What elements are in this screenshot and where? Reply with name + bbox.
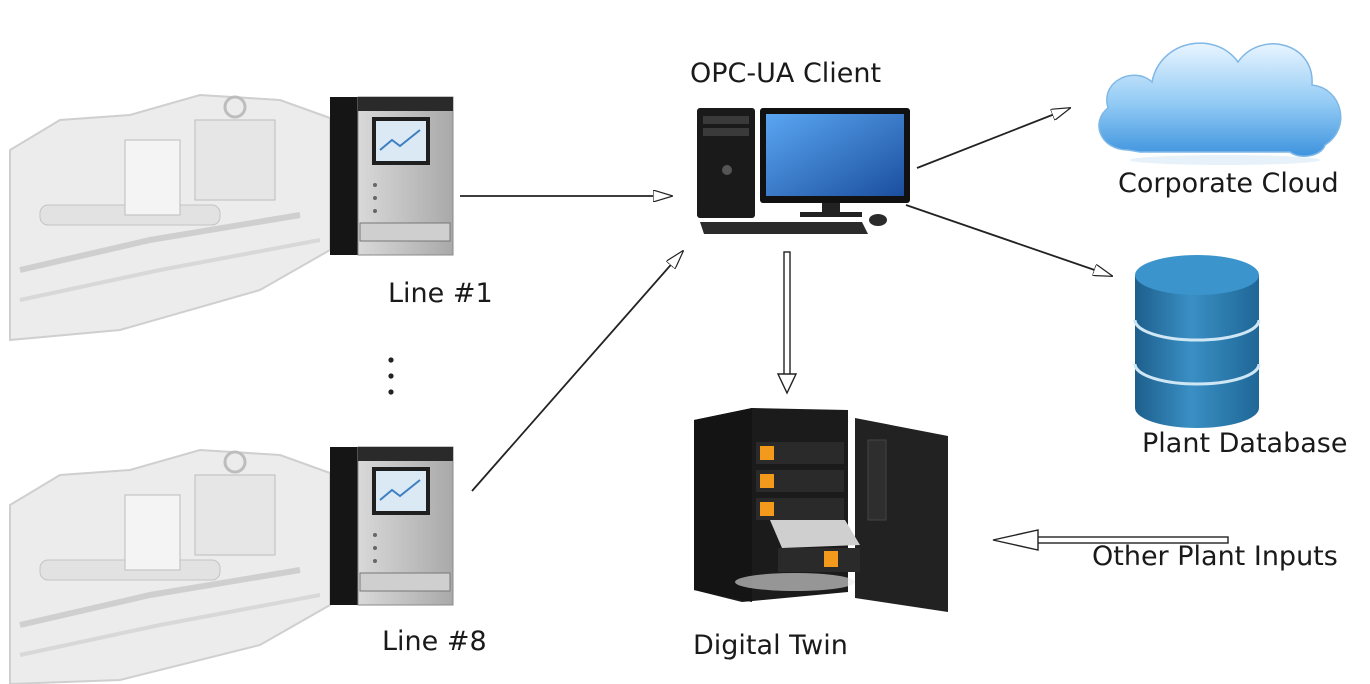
line-8-label: Line #8 bbox=[382, 626, 487, 657]
opc-client-label: OPC-UA Client bbox=[690, 58, 882, 89]
digital-twin-label: Digital Twin bbox=[693, 630, 848, 661]
corporate-cloud-label: Corporate Cloud bbox=[1118, 168, 1339, 199]
arrow-opc-to-database bbox=[905, 204, 1112, 276]
other-plant-inputs-label: Other Plant Inputs bbox=[1092, 541, 1338, 572]
database-icon bbox=[1133, 255, 1261, 428]
vertical-ellipsis-icon bbox=[388, 357, 394, 395]
server-icon bbox=[694, 408, 948, 612]
control-cabinet-icon bbox=[330, 446, 454, 606]
arrow-opc-to-twin bbox=[776, 251, 798, 395]
connection-arrows bbox=[460, 108, 1112, 492]
cloud-icon bbox=[1098, 42, 1342, 165]
arrow-opc-to-cloud bbox=[916, 108, 1070, 169]
production-machine-icon bbox=[9, 448, 331, 684]
line-1-label: Line #1 bbox=[388, 278, 493, 309]
production-machine-icon bbox=[9, 93, 331, 342]
arrow-line8-to-opc bbox=[471, 251, 683, 492]
desktop-computer-icon bbox=[697, 108, 910, 234]
arrow-other-inputs-to-twin bbox=[992, 529, 1229, 551]
control-cabinet-icon bbox=[330, 96, 454, 256]
plant-database-label: Plant Database bbox=[1142, 428, 1348, 459]
